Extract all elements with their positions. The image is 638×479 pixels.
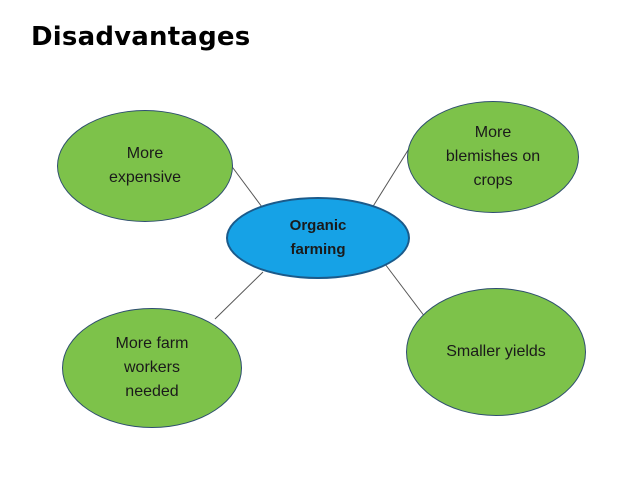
node-more-blemishes: More blemishes on crops — [407, 101, 579, 213]
node-more-expensive: More expensive — [57, 110, 233, 222]
node-label: More farm workers needed — [115, 335, 189, 400]
node-label: More expensive — [108, 145, 182, 186]
center-node-organic-farming: Organic farming — [226, 197, 410, 279]
node-label: More blemishes on crops — [445, 124, 541, 189]
node-label: Smaller yields — [446, 343, 546, 360]
connector-bottom-left — [214, 271, 264, 320]
center-node-label: Organic farming — [289, 217, 347, 258]
connector-bottom-right — [384, 263, 426, 318]
node-smaller-yields: Smaller yields — [406, 288, 586, 416]
slide-title: Disadvantages — [31, 22, 251, 52]
connector-top-left — [229, 163, 263, 208]
node-more-farm-workers: More farm workers needed — [62, 308, 242, 428]
connector-top-right — [371, 146, 411, 209]
